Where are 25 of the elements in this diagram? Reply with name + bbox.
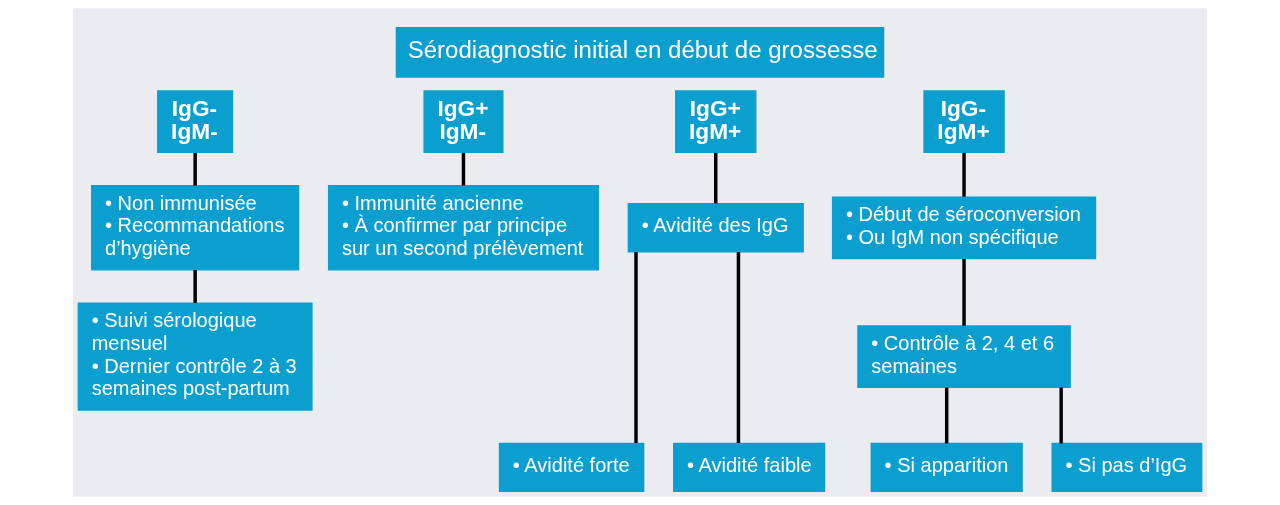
connector [461, 152, 466, 186]
node-box: • Si apparition [870, 442, 1023, 493]
connector [714, 152, 718, 204]
diagram-title: Sérodiagnostic initial en début de grossesse [407, 36, 878, 64]
connector [1059, 387, 1063, 444]
node-box: • Suivi sérologique mensuel • Dernier contrôle 2 à 3 semaines post-partum [77, 302, 313, 411]
node-box: IgG+ IgM+ [675, 90, 757, 154]
connector [962, 152, 966, 197]
connector [634, 252, 638, 444]
connector [736, 252, 741, 444]
node-box: • Contrôle à 2, 4 et 6 semaines [857, 325, 1071, 388]
connector [962, 259, 966, 326]
node-box: • Avidité des IgG [627, 203, 804, 253]
node-box: IgG+ IgM- [423, 90, 504, 154]
connector [193, 270, 197, 304]
node-box: • Immunité ancienne • À confirmer par principe sur un second prélèvement [327, 185, 599, 271]
node-box: • Début de séroconversion • Ou IgM non spécifique [831, 196, 1097, 260]
node-box: IgG- IgM- [157, 90, 234, 154]
node-box: IgG- IgM+ [923, 90, 1005, 154]
node-box: • Si pas d’IgG [1051, 442, 1203, 493]
node-box: • Avidité faible [673, 442, 826, 493]
node-box: • Avidité forte [498, 442, 645, 493]
connector [944, 387, 949, 444]
node-box: • Non immunisée • Recommandations d’hygiène [91, 185, 300, 271]
connector [193, 152, 197, 186]
